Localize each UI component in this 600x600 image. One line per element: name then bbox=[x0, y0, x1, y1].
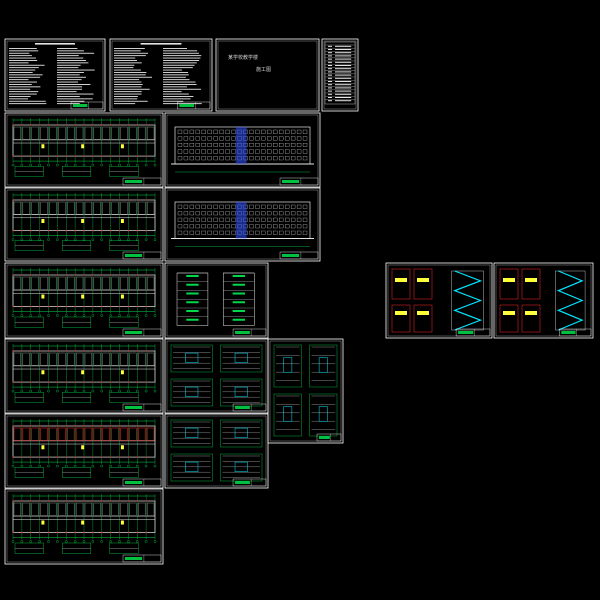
drawing-sheet-9-plan bbox=[4, 262, 164, 339]
drawing-sheet-15-detail bbox=[164, 413, 269, 489]
drawing-sheet-8-elevation bbox=[164, 187, 321, 262]
drawing-sheet-12-detail bbox=[164, 338, 269, 414]
drawing-sheet-10-section bbox=[164, 262, 269, 339]
drawing-sheet-4-index bbox=[321, 38, 359, 112]
drawing-sheet-7-plan bbox=[4, 187, 164, 262]
drawing-sheet-13-detail bbox=[267, 338, 344, 444]
drawing-sheet-14-plan bbox=[4, 413, 164, 489]
drawing-sheet-1-notes bbox=[4, 38, 106, 112]
drawing-sheet-2-notes bbox=[109, 38, 213, 112]
drawing-sheet-18-stair bbox=[493, 262, 594, 339]
cover-subtitle: 施工图 bbox=[256, 66, 271, 73]
cover-title: 某学校教学楼 bbox=[228, 54, 258, 61]
drawing-sheet-16-plan bbox=[4, 488, 164, 565]
drawing-sheet-5-plan bbox=[4, 112, 164, 188]
drawing-sheet-17-stair bbox=[385, 262, 493, 339]
drawing-sheet-11-plan bbox=[4, 338, 164, 414]
drawing-sheet-6-elevation bbox=[164, 112, 321, 188]
